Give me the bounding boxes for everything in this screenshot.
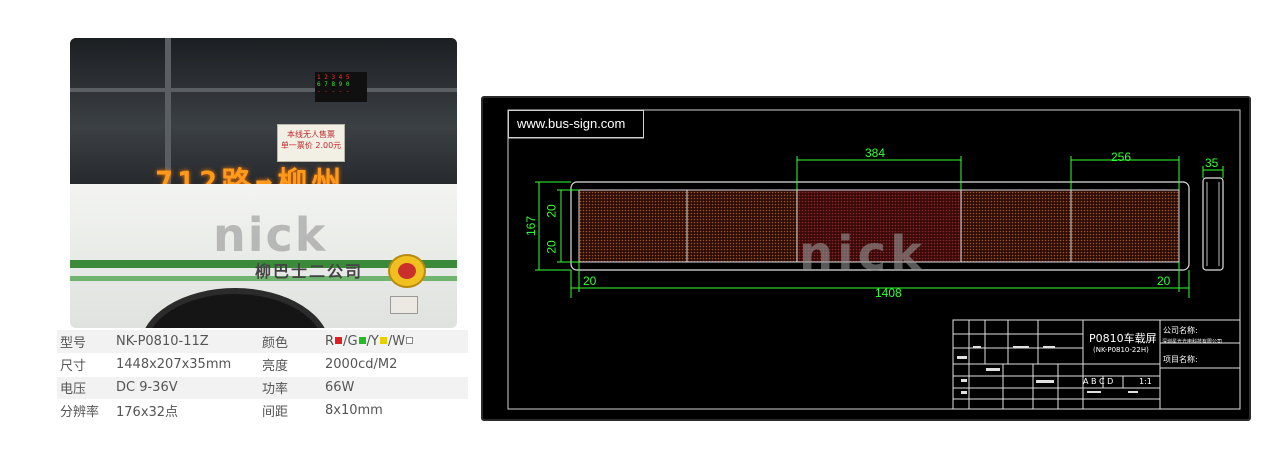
led-panel [1070, 189, 1180, 263]
nick-logo-watermark: nick [799, 226, 926, 282]
led-panel [578, 189, 688, 263]
spec-value: 176x32点 [113, 399, 259, 423]
led-panel [960, 189, 1072, 263]
company-lettering: 柳巴士二公司 [255, 262, 364, 281]
spec-key: 尺寸 [57, 353, 113, 377]
table-row: 分辨率 176x32点 间距 8x10mm [57, 399, 468, 423]
sticker [390, 296, 418, 314]
led-panel [796, 189, 962, 263]
product-name: P0810车载屏 [1089, 332, 1157, 345]
table-row: 电压 DC 9-36V 功率 66W [57, 376, 468, 400]
color-letter: Y [370, 333, 379, 349]
dim-20: 20 [544, 204, 559, 218]
dim-256: 256 [1111, 150, 1132, 164]
spec-value: NK-P0810-11Z [113, 330, 259, 354]
spec-key: 间距 [259, 399, 322, 423]
window-rail [70, 88, 457, 92]
table-row: 尺寸 1448x207x35mm 亮度 2000cd/M2 [57, 353, 468, 377]
dim-20-left: 20 [583, 274, 597, 288]
spec-value: 8x10mm [322, 399, 468, 423]
window-frame [165, 38, 171, 186]
spec-value: DC 9-36V [113, 376, 259, 400]
spec-key: 亮度 [259, 353, 322, 377]
dim-167: 167 [524, 215, 539, 237]
spec-key: 分辨率 [57, 399, 113, 423]
bus-photo: 1 2 3 4 5 6 7 8 9 0 - - - - - 本线无人售票 单一票… [70, 38, 457, 328]
green-swatch [358, 337, 366, 345]
table-row: 型号 NK-P0810-11Z 颜色 R/G/Y/W [57, 330, 468, 354]
company-name: 深圳星光光电科技有限公司 [1162, 339, 1223, 345]
color-legend: R/G/Y/W [322, 330, 468, 354]
white-swatch [406, 337, 414, 345]
company-label: 公司名称: [1163, 326, 1198, 335]
product-model: (NK-P0810-22H) [1093, 346, 1149, 354]
spec-value: 2000cd/M2 [322, 353, 468, 377]
color-letter: W [392, 333, 406, 349]
emergency-button [388, 254, 426, 288]
led-panel [686, 189, 798, 263]
color-letter: R [325, 333, 335, 349]
nick-logo-watermark: nick [213, 208, 328, 262]
side-view [1202, 177, 1224, 271]
yellow-swatch [379, 337, 387, 345]
spec-value: 66W [322, 376, 468, 400]
drawing-frame [507, 109, 1241, 410]
spec-key: 型号 [57, 330, 113, 354]
bus-window [70, 38, 457, 186]
dim-1408: 1408 [875, 286, 902, 300]
sign-outline [570, 181, 1190, 271]
small-led-display: 1 2 3 4 5 6 7 8 9 0 - - - - - [315, 72, 367, 102]
spec-key: 电压 [57, 376, 113, 400]
color-letter: G [347, 333, 358, 349]
cad-lines [507, 109, 1241, 410]
spec-value: 1448x207x35mm [113, 353, 259, 377]
scale-letters: A B C D [1083, 377, 1114, 386]
ticket-notice: 本线无人售票 单一票价 2.00元 [277, 124, 345, 162]
green-stripe [70, 260, 457, 268]
cad-drawing: www.bus-sign.com 384 256 35 167 20 20 20… [481, 96, 1251, 421]
spec-key: 颜色 [259, 330, 322, 354]
spec-table: 型号 NK-P0810-11Z 颜色 R/G/Y/W 尺寸 1448x207x3… [57, 330, 468, 423]
website-url: www.bus-sign.com [508, 110, 644, 138]
scale-value: 1:1 [1139, 377, 1152, 386]
spec-key: 功率 [259, 376, 322, 400]
red-swatch [335, 337, 343, 345]
dim-384: 384 [865, 146, 886, 160]
green-stripe-thin [70, 276, 457, 281]
dim-35: 35 [1205, 156, 1219, 170]
dim-20-right: 20 [1157, 274, 1171, 288]
dim-20: 20 [544, 240, 559, 254]
project-label: 项目名称: [1163, 355, 1198, 364]
